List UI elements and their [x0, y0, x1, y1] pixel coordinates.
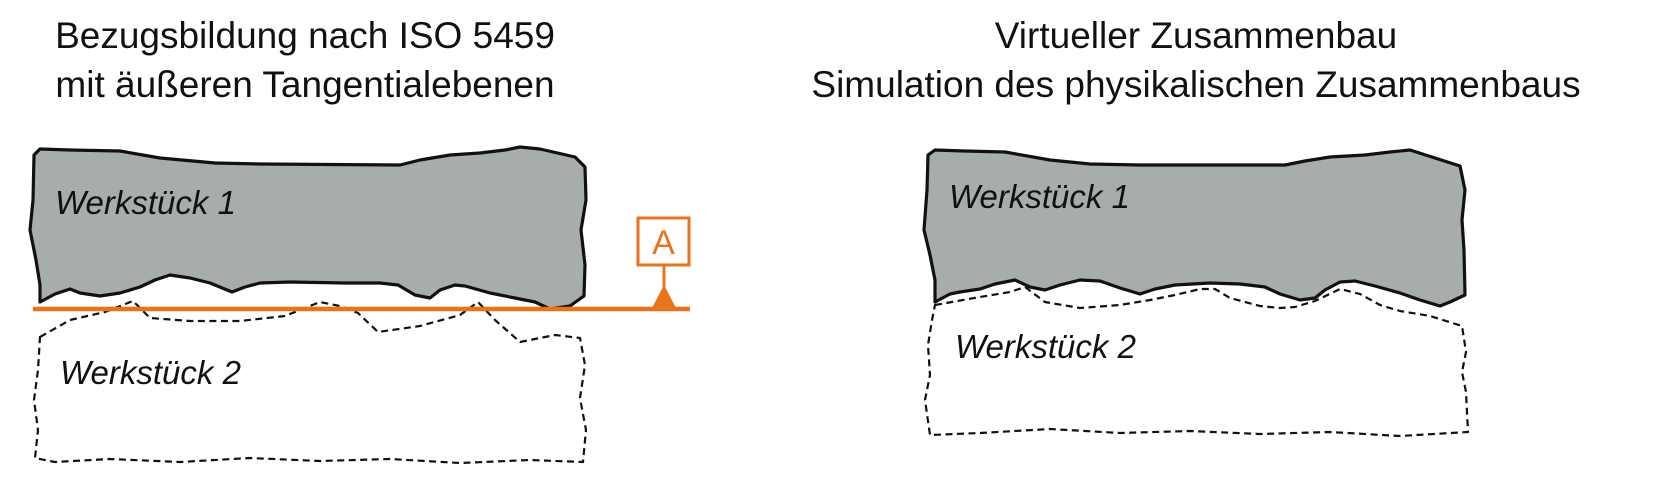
right-workpiece-1-label: Werkstück 1 — [949, 178, 1130, 215]
left-title-line2: mit äußeren Tangentialebenen — [55, 64, 554, 105]
left-workpiece-2-label: Werkstück 2 — [60, 354, 241, 391]
right-title-line2: Simulation des physikalischen Zusammenba… — [811, 64, 1580, 105]
right-workpiece-2 — [923, 285, 1470, 438]
right-workpiece-1 — [922, 148, 1467, 308]
left-workpiece-1-label: Werkstück 1 — [55, 184, 236, 221]
right-title-line1: Virtueller Zusammenbau — [995, 15, 1397, 56]
left-title-line1: Bezugsbildung nach ISO 5459 — [55, 15, 555, 56]
left-workpiece-1 — [28, 145, 588, 311]
datum-frame — [636, 216, 691, 267]
right-workpiece-2-label: Werkstück 2 — [955, 328, 1136, 365]
right-panel: Virtueller Zusammenbau Simulation des ph… — [811, 15, 1581, 438]
datum-letter: A — [652, 224, 675, 262]
datum-triangle-icon — [652, 285, 676, 308]
left-panel: Bezugsbildung nach ISO 5459 mit äußeren … — [28, 15, 691, 465]
left-workpiece-2 — [32, 299, 588, 465]
